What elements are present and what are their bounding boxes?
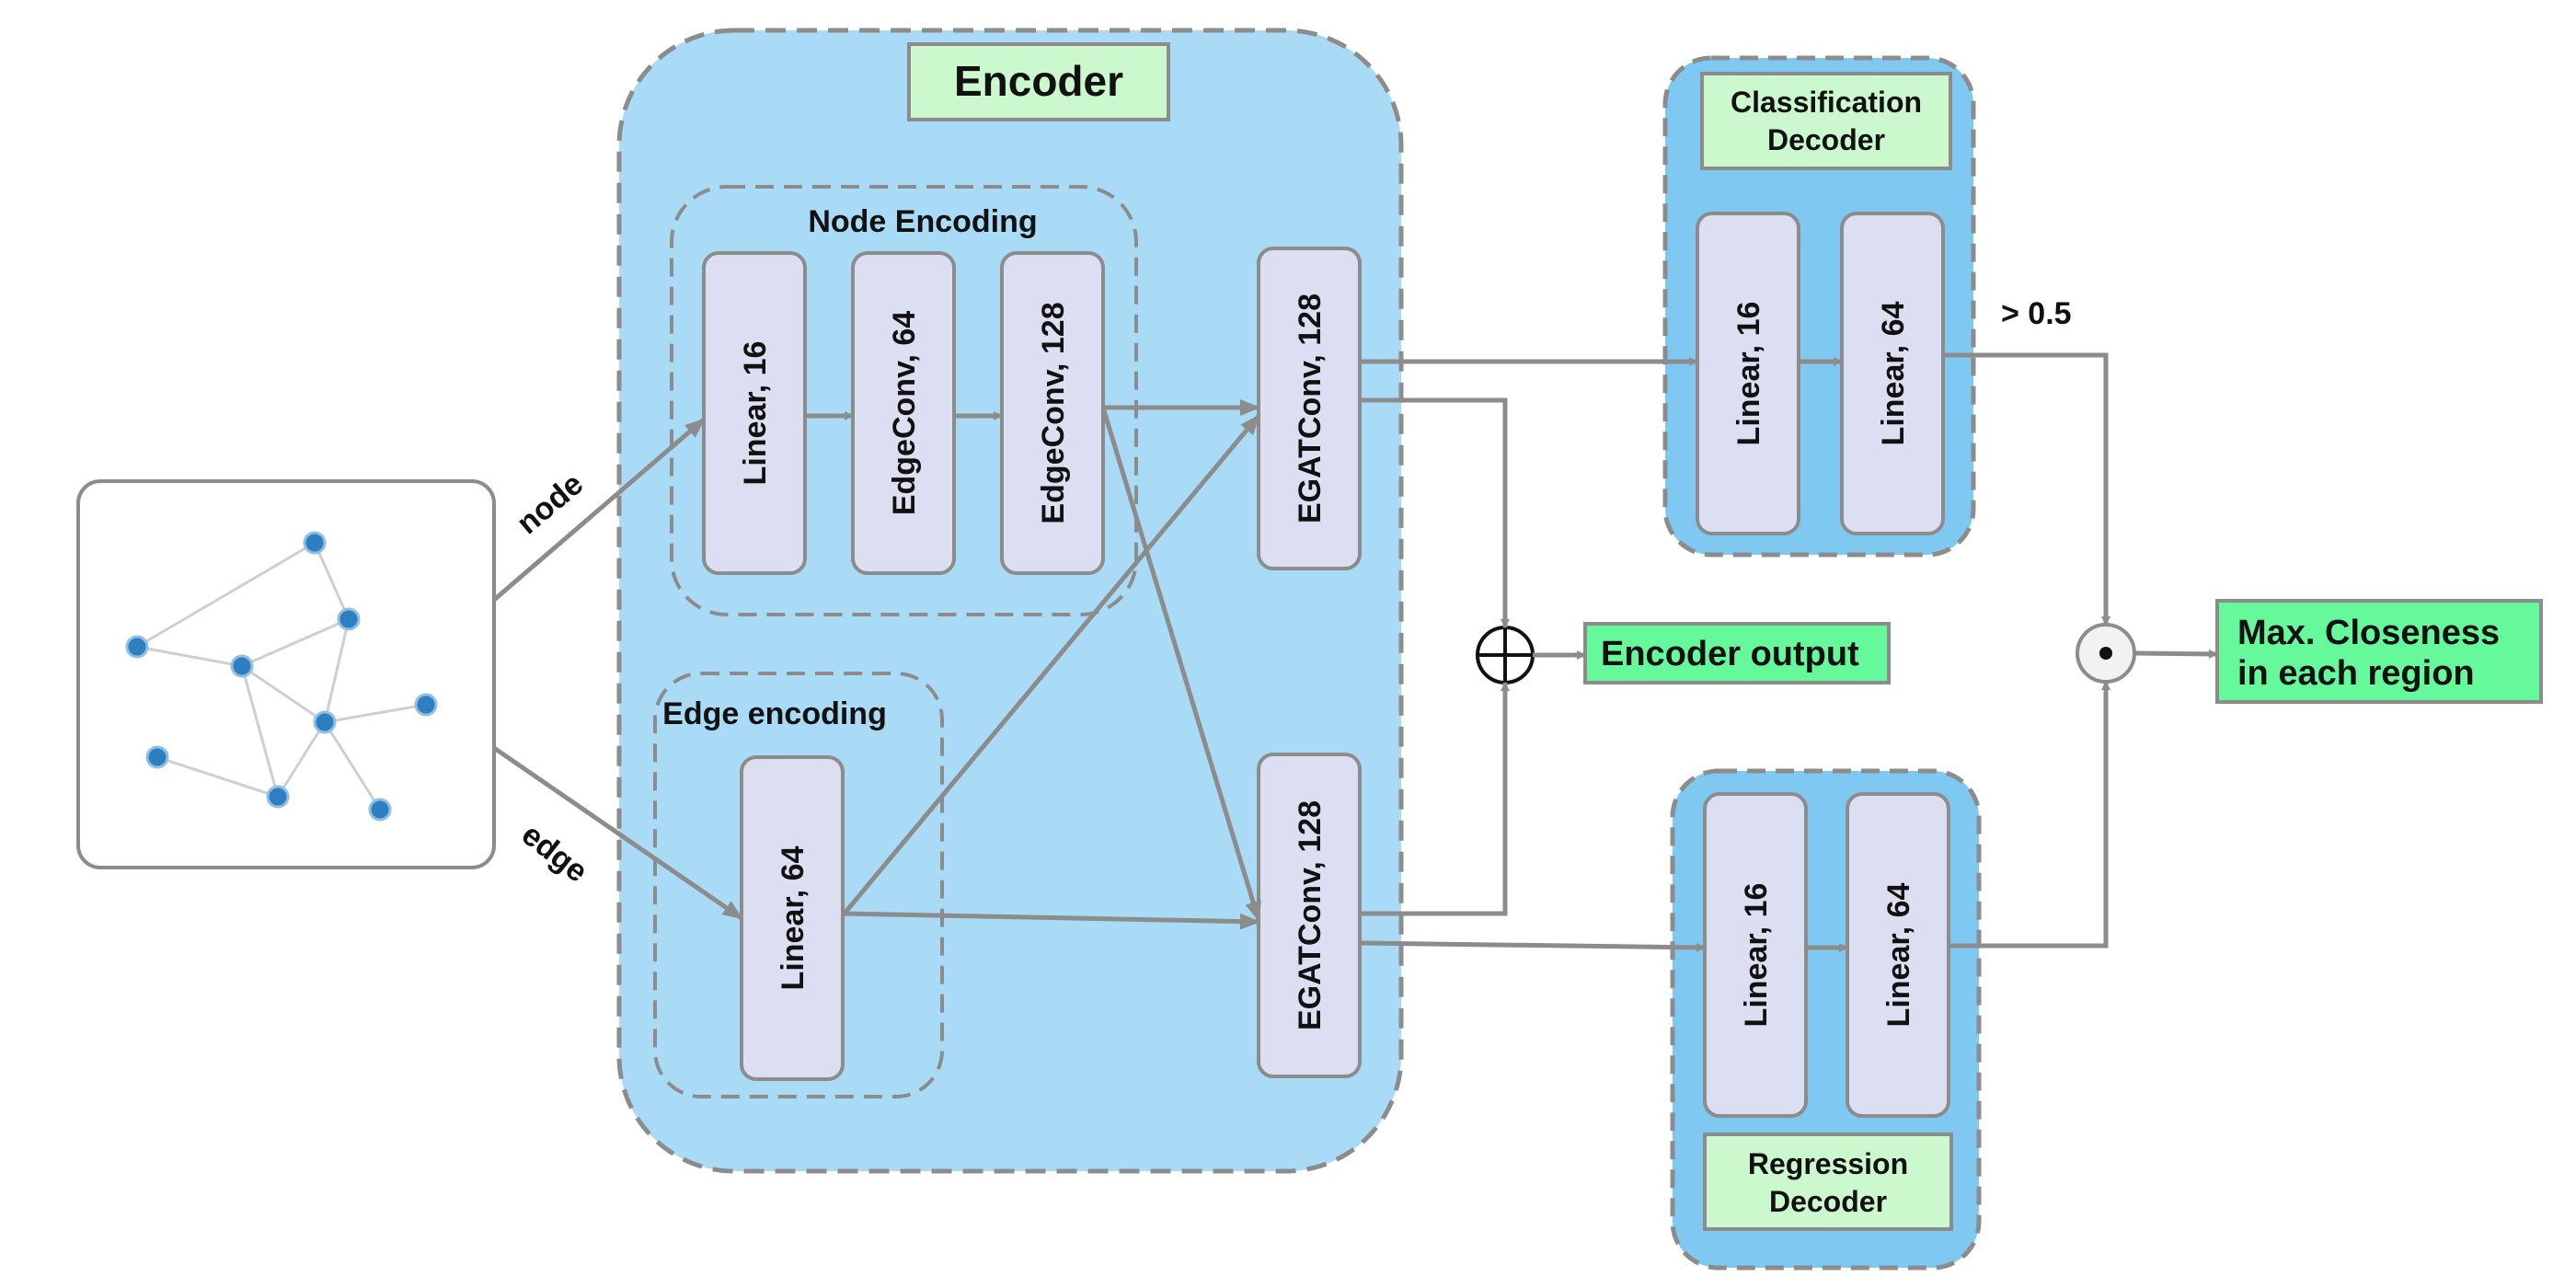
graph-node-icon <box>303 531 327 555</box>
arrow <box>2133 649 2218 659</box>
layer-label: Linear, 64 <box>776 845 811 990</box>
circled-plus-icon <box>1476 626 1535 684</box>
arrow <box>841 414 1260 917</box>
input-graph <box>76 479 496 869</box>
edge-branch-label: edge <box>515 817 594 890</box>
arrow-edge-input <box>492 745 743 921</box>
graph-node-icon <box>368 798 392 822</box>
layer-box <box>1846 792 1950 1118</box>
graph-edge <box>241 617 350 668</box>
classification-decoder-title-box <box>1700 72 1952 170</box>
layer-box <box>702 251 807 575</box>
arrow <box>1360 397 1510 628</box>
graph-edge <box>136 541 316 649</box>
layer-label: Linear, 64 <box>1881 882 1916 1027</box>
graph-node-icon <box>266 785 290 809</box>
layer-box <box>1696 212 1800 535</box>
arrow <box>1360 682 1510 916</box>
graph-edge <box>276 721 327 798</box>
graph-edge <box>323 618 351 723</box>
encoder-title: Encoder <box>954 57 1123 105</box>
layer-label: EGATConv, 128 <box>1293 293 1328 523</box>
graph-node-icon <box>125 635 149 659</box>
arrow <box>1943 352 2110 626</box>
layer-label: EGATConv, 128 <box>1293 800 1328 1030</box>
graph-node-icon <box>414 693 438 717</box>
graph-node-icon <box>145 745 169 769</box>
layer-box <box>1840 212 1945 535</box>
regression-decoder-title-line1: Regression <box>1748 1147 1908 1180</box>
graph-edge <box>136 645 243 668</box>
layer-label: Linear, 16 <box>738 341 773 486</box>
graph-node-icon <box>230 654 254 678</box>
graph-edge <box>323 721 382 811</box>
layer-label: Linear, 16 <box>1739 883 1774 1028</box>
final-output-line2: in each region <box>2237 654 2475 693</box>
regression-decoder-title-box <box>1703 1133 1953 1231</box>
arrow <box>1949 681 2110 949</box>
layer-label: Linear, 64 <box>1876 301 1911 445</box>
graph-edge <box>240 665 280 798</box>
layer-label: Linear, 16 <box>1731 302 1766 446</box>
regression-decoder-title-line2: Decoder <box>1769 1185 1887 1218</box>
edge-encoding-group <box>653 672 944 1098</box>
graph-node-icon <box>337 607 361 631</box>
graph-edge <box>324 703 427 724</box>
final-output-line1: Max. Closeness <box>2237 614 2500 652</box>
threshold-label: > 0.5 <box>2001 296 2072 331</box>
graph-node-icon <box>313 710 337 734</box>
graph-edges <box>136 541 427 811</box>
layer-label: EdgeConv, 64 <box>887 311 922 515</box>
edge-encoding-title: Edge encoding <box>662 696 887 731</box>
arrow <box>1359 940 1706 952</box>
graph-edge <box>156 755 279 799</box>
classification-decoder-title-line2: Decoder <box>1767 123 1885 156</box>
classification-decoder-title-line1: Classification <box>1731 86 1922 119</box>
circled-dot-icon <box>2076 623 2136 684</box>
encoder-title-box <box>907 42 1170 121</box>
layer-label: EdgeConv, 128 <box>1036 302 1071 523</box>
node-encoding-group <box>670 185 1138 616</box>
layer-box <box>1703 792 1808 1118</box>
graph-edge <box>313 542 351 620</box>
arrow-node-input <box>492 418 706 602</box>
arrow <box>1100 407 1261 922</box>
input-graph-frame <box>76 479 496 869</box>
arrow <box>842 911 1260 930</box>
node-encoding-title: Node Encoding <box>808 204 1037 239</box>
graph-edge <box>241 664 326 724</box>
connectors <box>492 352 2218 952</box>
graph-nodes <box>125 531 438 822</box>
final-output-box <box>2215 599 2543 704</box>
encoder-output-box <box>1583 622 1891 684</box>
encoder-output-label: Encoder output <box>1601 635 1859 673</box>
